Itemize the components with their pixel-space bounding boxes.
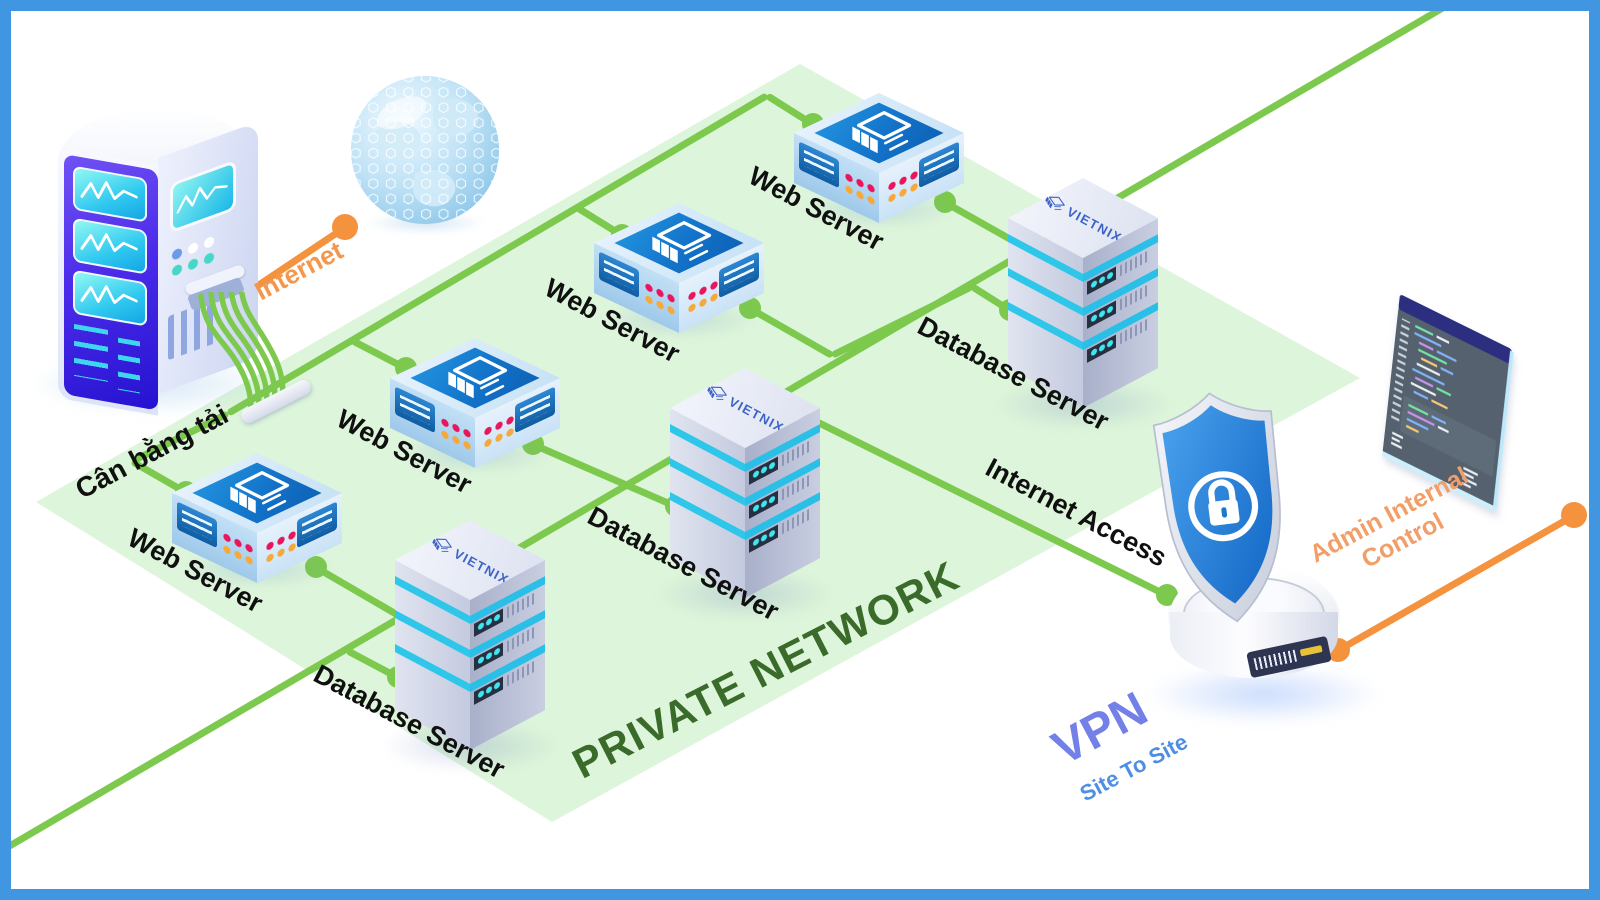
web-server-1: [172, 453, 342, 589]
vietnix-brand: VIETNIX: [1041, 190, 1126, 245]
status-leds: [687, 276, 719, 320]
monitor-screen-icon: [170, 159, 236, 234]
waveform-screen-icon: [73, 217, 147, 275]
server-layers-icon: [846, 110, 912, 156]
brand-text: VIETNIX: [1064, 203, 1126, 246]
status-leds: [644, 278, 676, 322]
connection-node: [1561, 502, 1587, 528]
database-server-3: VIETNIX: [994, 178, 1172, 448]
load-balancer-front: [58, 148, 158, 416]
connection-node: [934, 191, 956, 213]
web-server-3: [594, 203, 764, 339]
database-server-2: VIETNIX: [656, 368, 834, 638]
vietnix-logo-icon: [703, 380, 730, 404]
status-leds: [887, 166, 919, 210]
led-dashes: [118, 337, 140, 394]
server-layers-icon: [224, 470, 290, 516]
globe-icon: [350, 75, 500, 225]
database-server-1: VIETNIX: [381, 520, 559, 790]
connection-node: [332, 214, 358, 240]
web-server-2: [390, 338, 560, 474]
connection-node: [739, 297, 761, 319]
brand-text: VIETNIX: [451, 545, 513, 588]
code-terminal-icon: [1382, 294, 1514, 513]
server-layers-icon: [646, 220, 712, 266]
waveform-screen-icon: [73, 269, 147, 327]
waveform-screen-icon: [73, 165, 147, 223]
vietnix-logo-icon: [428, 532, 455, 556]
status-leds: [265, 526, 297, 570]
network-cables-icon: [198, 292, 286, 413]
vietnix-brand: VIETNIX: [703, 380, 788, 435]
status-leds: [222, 528, 254, 572]
screen-panel: [64, 154, 158, 411]
server-layers-icon: [442, 355, 508, 401]
vietnix-brand: VIETNIX: [428, 532, 513, 587]
vietnix-logo-icon: [1041, 190, 1068, 214]
connection-node: [305, 556, 327, 578]
load-balancer: [28, 96, 314, 436]
web-server-4: [794, 93, 964, 229]
led-dashes: [74, 323, 108, 382]
status-leds: [483, 411, 515, 455]
shield-lock-icon: [1152, 392, 1281, 623]
status-leds: [440, 413, 472, 457]
brand-text: VIETNIX: [726, 393, 788, 436]
status-leds: [844, 168, 876, 212]
